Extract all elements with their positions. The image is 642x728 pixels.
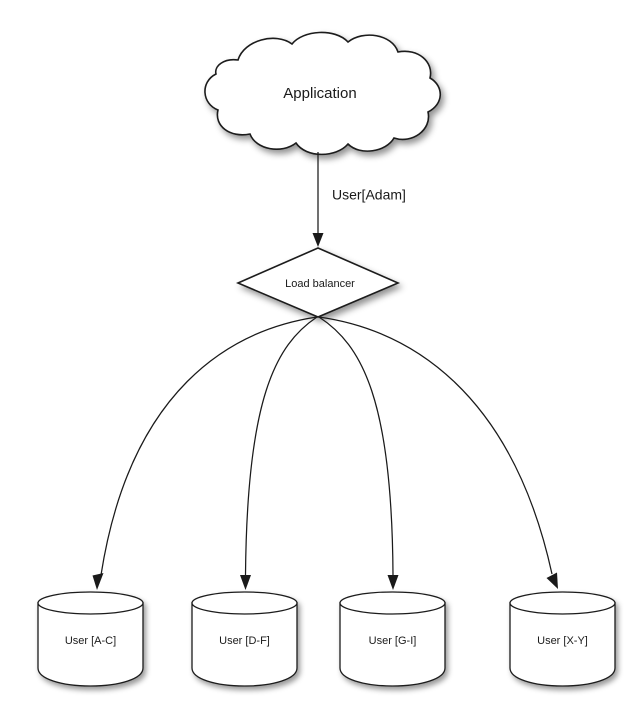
database-label-1: User [D-F] xyxy=(219,635,270,647)
edge-curve-db-0 xyxy=(100,316,318,576)
edge-balancer-to-db-0 xyxy=(92,316,318,590)
cylinder-top-1 xyxy=(191,591,298,615)
database-label-0: User [A-C] xyxy=(65,635,116,647)
cylinder-body-1 xyxy=(191,602,298,687)
edge-balancer-to-db-2 xyxy=(318,316,399,590)
cylinder-body-3 xyxy=(509,602,616,687)
node-database-3[interactable]: User [X-Y] xyxy=(509,591,616,687)
edge-application-to-balancer: User[Adam] xyxy=(312,152,406,247)
node-database-0[interactable]: User [A-C] xyxy=(37,591,144,687)
edge-curve-db-3 xyxy=(318,316,553,575)
arrow-head-db-2 xyxy=(387,575,399,590)
database-label-2: User [G-I] xyxy=(369,635,417,647)
node-database-1[interactable]: User [D-F] xyxy=(191,591,298,687)
edge-balancer-to-db-1 xyxy=(240,316,318,590)
database-label-3: User [X-Y] xyxy=(537,635,588,647)
edge-curve-db-1 xyxy=(244,316,318,576)
diamond-shape xyxy=(235,247,401,318)
cylinder-body-0 xyxy=(37,602,144,687)
diamond-label: Load balancer xyxy=(285,278,355,290)
edge-label-user-adam: User[Adam] xyxy=(332,187,406,203)
cloud-shape xyxy=(204,31,442,156)
node-load-balancer-diamond[interactable]: Load balancer xyxy=(235,247,401,318)
cloud-label: Application xyxy=(283,85,356,102)
node-database-2[interactable]: User [G-I] xyxy=(339,591,446,687)
arrow-head-db-0 xyxy=(92,573,104,590)
edge-curve-db-2 xyxy=(318,316,394,576)
cylinder-top-3 xyxy=(509,591,616,615)
edge-balancer-to-db-3 xyxy=(318,316,558,589)
cylinder-top-0 xyxy=(37,591,144,615)
arrow-head-db-3 xyxy=(546,572,558,589)
cylinder-body-2 xyxy=(339,602,446,687)
arrow-head-db-1 xyxy=(240,575,251,590)
node-application-cloud[interactable]: Application xyxy=(204,31,442,156)
arrow-head-balancer xyxy=(312,233,324,247)
cylinder-top-2 xyxy=(339,591,446,615)
